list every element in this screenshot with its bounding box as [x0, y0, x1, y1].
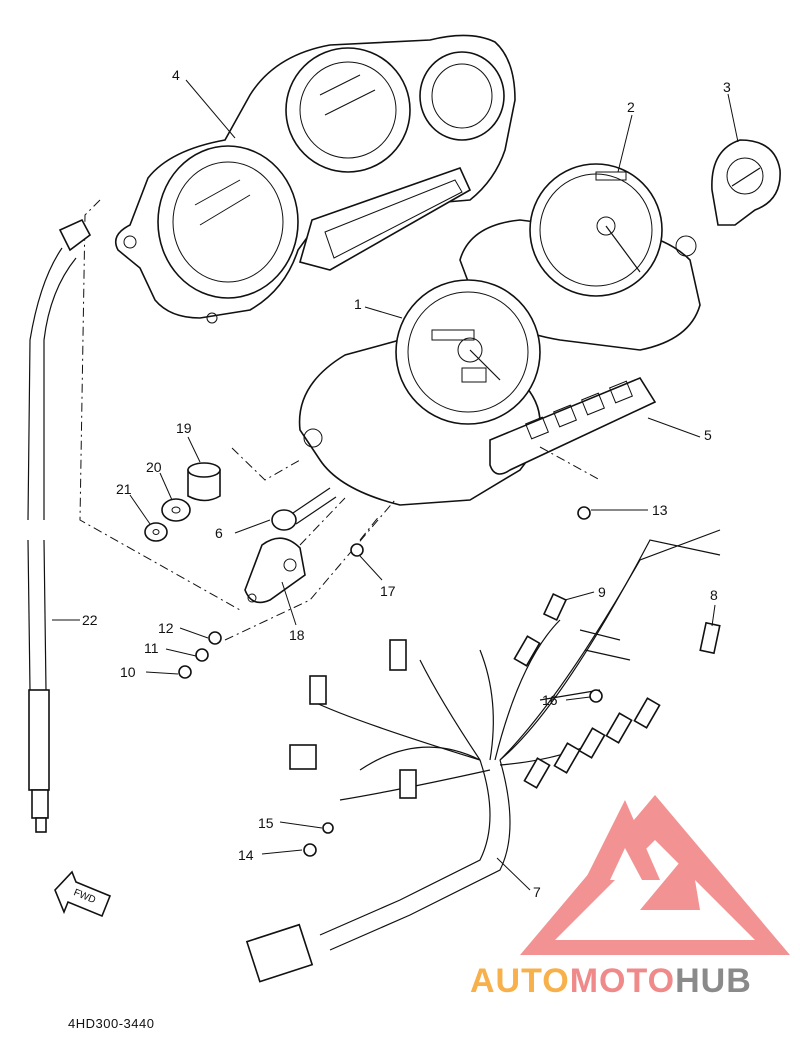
- assembly-line: [359, 514, 381, 541]
- screw-13: [577, 506, 591, 520]
- callout-13: 13: [652, 502, 668, 518]
- wire-harness: [245, 529, 721, 983]
- callout-5: 5: [704, 427, 712, 443]
- callout-2: 2: [627, 99, 635, 115]
- grommet-19: [187, 462, 221, 502]
- callout-3: 3: [723, 79, 731, 95]
- callout-22: 22: [82, 612, 98, 628]
- screw-16: [589, 689, 603, 703]
- washer-12: [208, 631, 222, 645]
- callout-9: 9: [598, 584, 606, 600]
- watermark-moto: MOTO: [569, 962, 676, 1000]
- indicator-panel: [489, 377, 657, 475]
- washer-15: [322, 822, 334, 834]
- callout-15: 15: [258, 815, 274, 831]
- callout-4: 4: [172, 67, 180, 83]
- assembly-line: [79, 199, 241, 611]
- bracket-18: [244, 537, 306, 604]
- gear-6: [271, 487, 337, 531]
- meter-light-assembly: [711, 139, 781, 226]
- speedometer-cable: [27, 218, 92, 833]
- callout-21: 21: [116, 481, 132, 497]
- watermark-auto: AUTO: [470, 962, 570, 1000]
- watermark-logo-icon: [520, 795, 790, 955]
- watermark-hub: HUB: [675, 962, 752, 1000]
- callout-8: 8: [710, 587, 718, 603]
- assembly-line: [231, 447, 301, 481]
- callout-labels: 4 2 3 1 5 6 7 8 9 10 11 12 13 14 15 16 1…: [82, 67, 731, 900]
- callout-20: 20: [146, 459, 162, 475]
- bulb-8: [699, 621, 721, 655]
- leader-lines: [52, 79, 739, 891]
- assembly-line: [224, 499, 396, 641]
- screw-17: [350, 543, 364, 557]
- nut-21: [144, 522, 168, 542]
- assembly-line: [539, 446, 601, 481]
- callout-1: 1: [354, 296, 362, 312]
- fwd-arrow-icon: FWD: [54, 870, 112, 918]
- assembly-line: [299, 497, 346, 546]
- bulb-9: [542, 593, 568, 621]
- screw-14: [303, 843, 317, 857]
- meter-cover: [114, 34, 516, 324]
- drawing-code: 4HD300-3440: [68, 1016, 155, 1031]
- screw-10: [178, 665, 192, 679]
- callout-16: 16: [542, 692, 558, 708]
- callout-12: 12: [158, 620, 174, 636]
- watermark-text: AUTOMOTOHUB: [470, 962, 752, 1001]
- speedometer-gauge: [298, 279, 541, 506]
- washer-20: [161, 498, 191, 522]
- callout-7: 7: [533, 884, 541, 900]
- callout-18: 18: [289, 627, 305, 643]
- washer-11: [195, 648, 209, 662]
- callout-17: 17: [380, 583, 396, 599]
- callout-19: 19: [176, 420, 192, 436]
- callout-14: 14: [238, 847, 254, 863]
- callout-10: 10: [120, 664, 136, 680]
- callout-11: 11: [144, 640, 159, 656]
- callout-6: 6: [215, 525, 223, 541]
